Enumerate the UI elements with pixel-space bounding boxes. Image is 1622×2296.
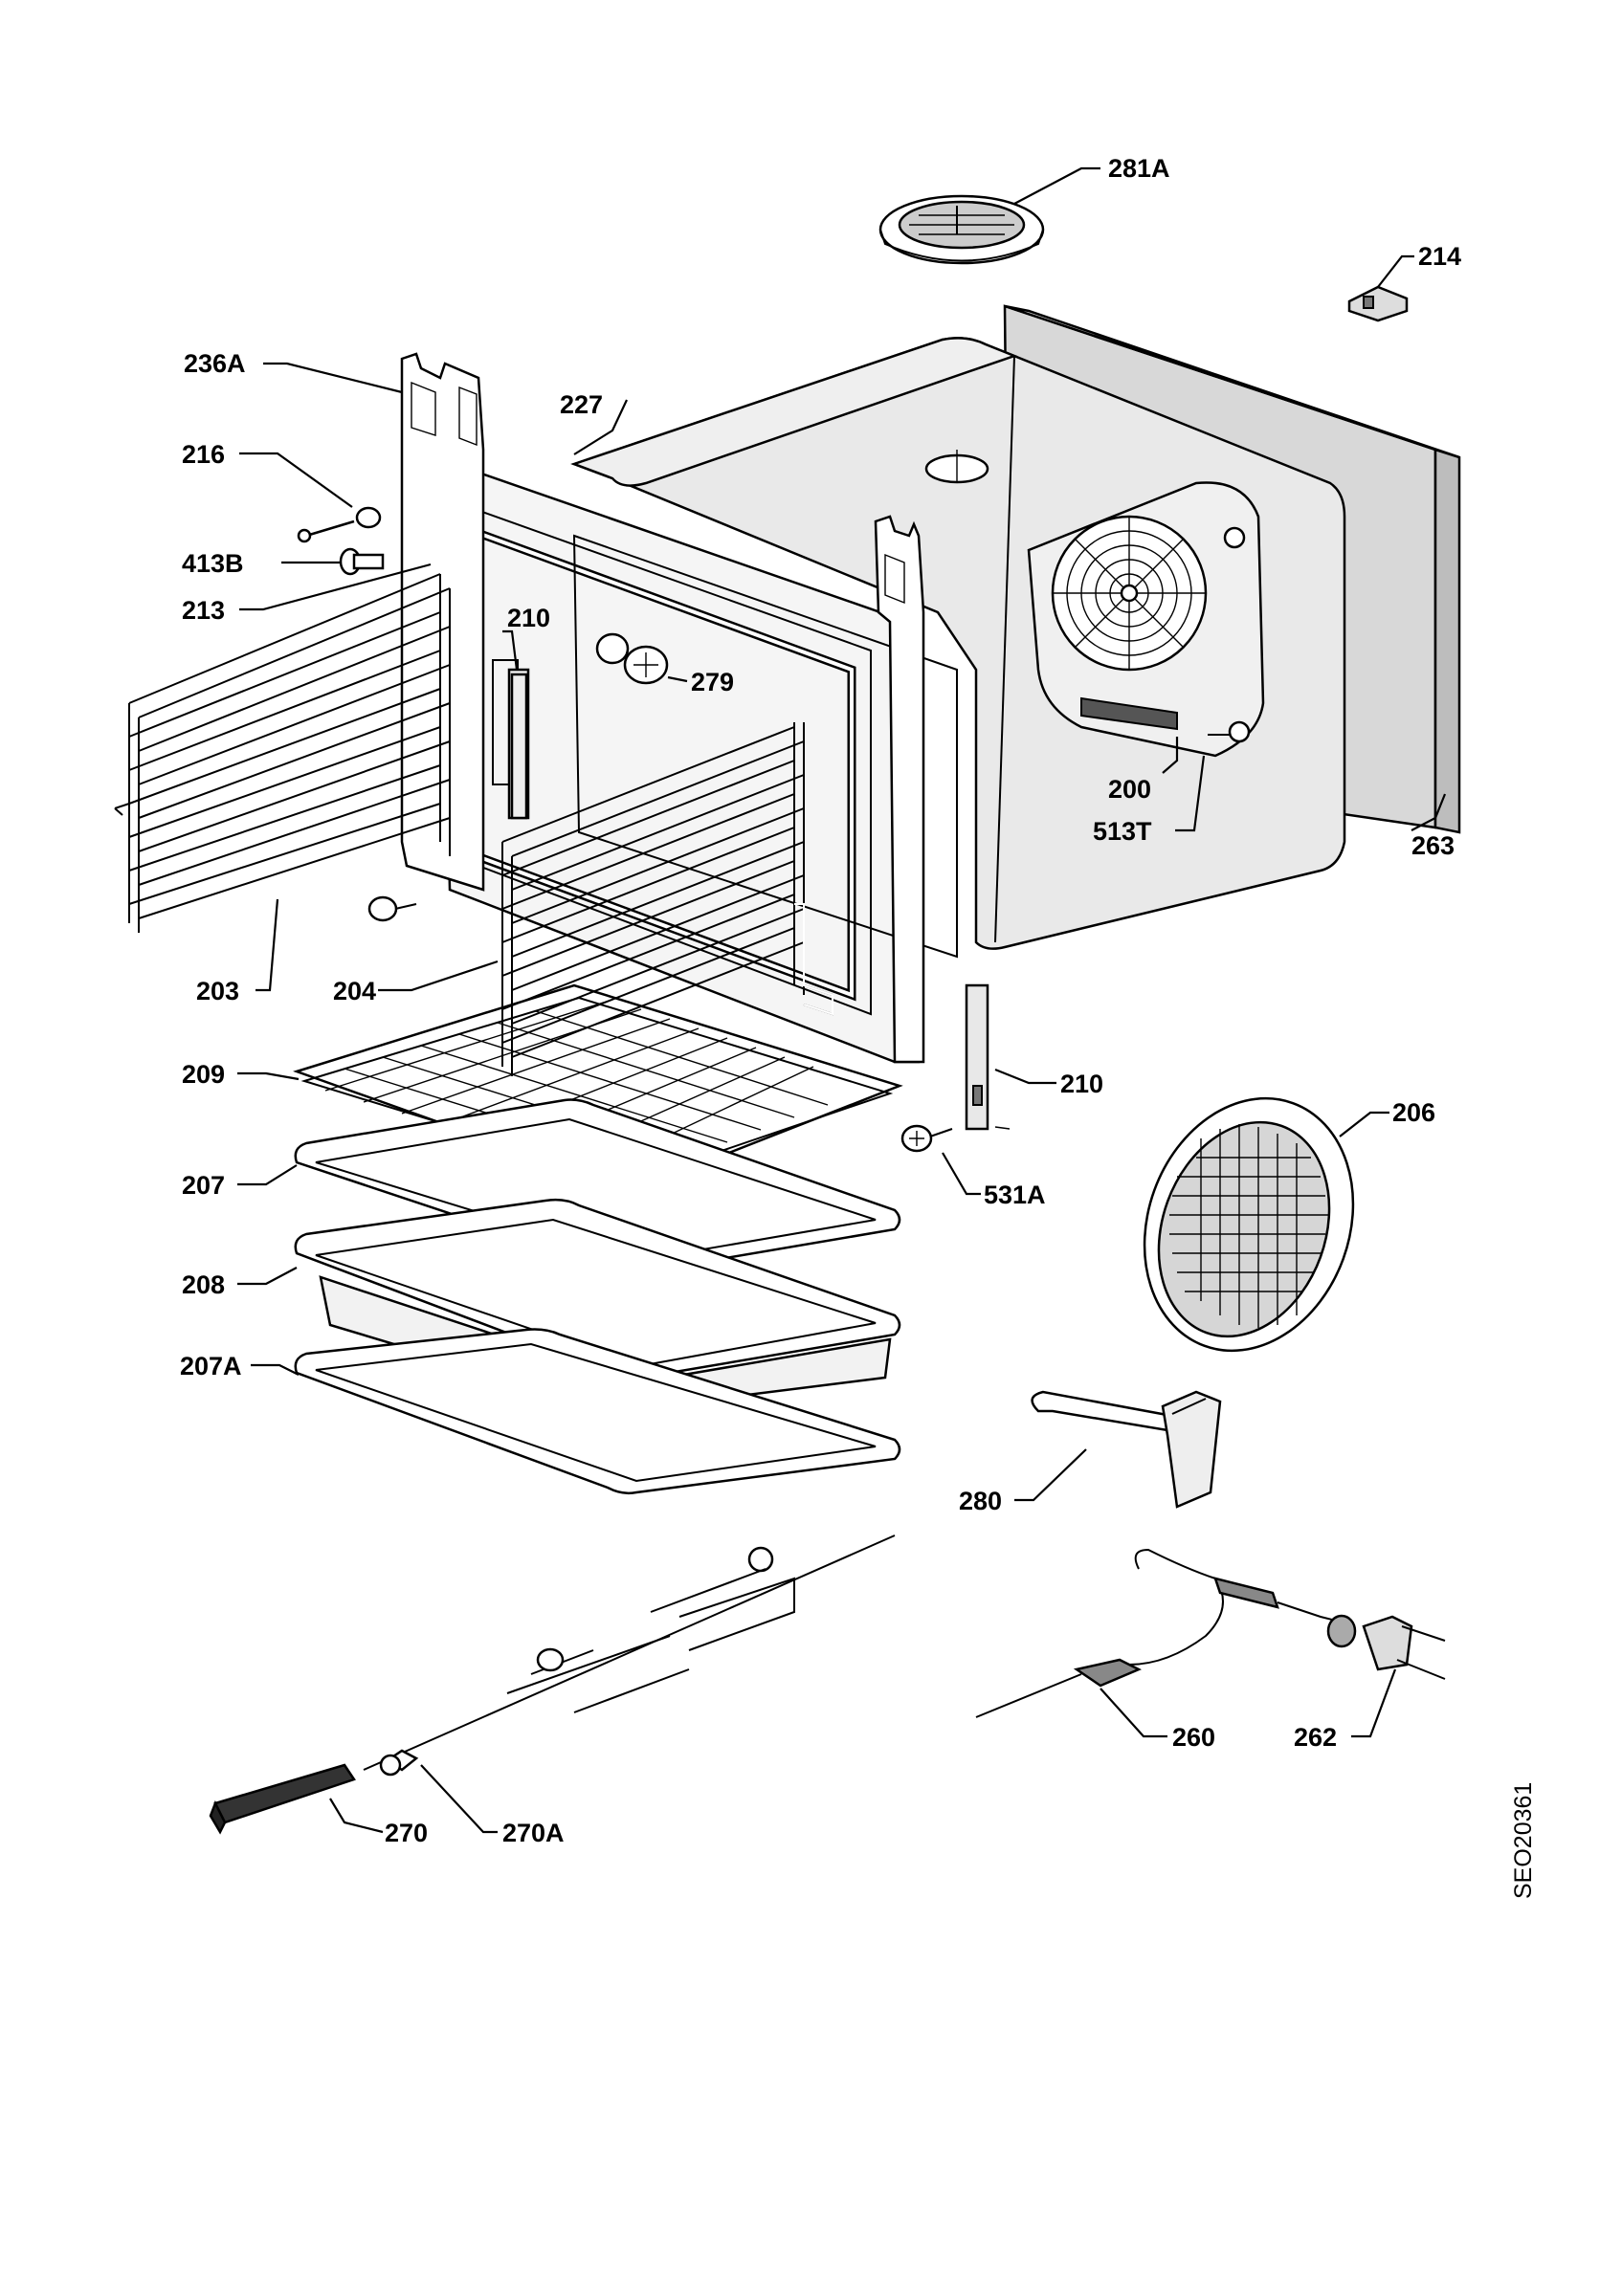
- part-labels: 281A 214 236A 227 216 413B 213 210 279 2…: [180, 154, 1461, 1847]
- label-209: 209: [182, 1060, 225, 1089]
- label-236A: 236A: [184, 349, 246, 378]
- label-513T: 513T: [1093, 817, 1152, 846]
- spit-handle-270: [209, 1763, 356, 1835]
- drawing-code: SEO20361: [1510, 1782, 1537, 1899]
- meat-probe-260: [975, 1548, 1341, 1718]
- label-204: 204: [333, 977, 376, 1005]
- label-279: 279: [691, 668, 734, 696]
- shelf-rack-203: [114, 573, 451, 933]
- label-263: 263: [1411, 831, 1455, 860]
- screw-216: [297, 506, 382, 543]
- label-262: 262: [1294, 1723, 1337, 1752]
- fan-assembly-200: [1027, 481, 1265, 758]
- flat-tray-207A: [294, 1328, 901, 1495]
- label-210-bottom: 210: [1060, 1070, 1103, 1098]
- fan-cover-206: [1143, 1096, 1355, 1353]
- label-206: 206: [1392, 1098, 1435, 1127]
- label-413B: 413B: [182, 549, 244, 578]
- label-216: 216: [182, 440, 225, 469]
- oven-cavity-227: [570, 337, 1346, 950]
- label-210-top: 210: [507, 604, 550, 632]
- shelf-rack-204: [501, 722, 833, 1076]
- rotisserie-spit: [363, 1534, 896, 1777]
- label-260: 260: [1172, 1723, 1215, 1752]
- leader-lines: [237, 166, 1447, 1834]
- label-207: 207: [182, 1171, 225, 1200]
- cover-210-right: [965, 983, 1011, 1131]
- label-270A: 270A: [502, 1819, 565, 1847]
- screw-rack: [367, 895, 417, 922]
- label-214: 214: [1418, 242, 1461, 271]
- label-281A: 281A: [1108, 154, 1170, 183]
- bracket-280: [1031, 1390, 1222, 1509]
- cover-210-left: [510, 673, 528, 820]
- probe-socket-262: [1326, 1614, 1446, 1680]
- lamp-279: [595, 632, 669, 685]
- label-213: 213: [182, 596, 225, 625]
- label-531A: 531A: [984, 1181, 1046, 1209]
- knob-413B: [339, 547, 385, 576]
- label-270: 270: [385, 1819, 428, 1847]
- label-200: 200: [1108, 775, 1151, 804]
- screw-531A: [900, 1124, 953, 1153]
- label-227: 227: [560, 390, 603, 419]
- clip-214: [1347, 285, 1409, 322]
- side-rail-right: [874, 515, 925, 1064]
- label-280: 280: [959, 1487, 1002, 1515]
- label-203: 203: [196, 977, 239, 1005]
- label-208: 208: [182, 1270, 225, 1299]
- round-filter-281A: [878, 194, 1045, 265]
- label-207A: 207A: [180, 1352, 242, 1380]
